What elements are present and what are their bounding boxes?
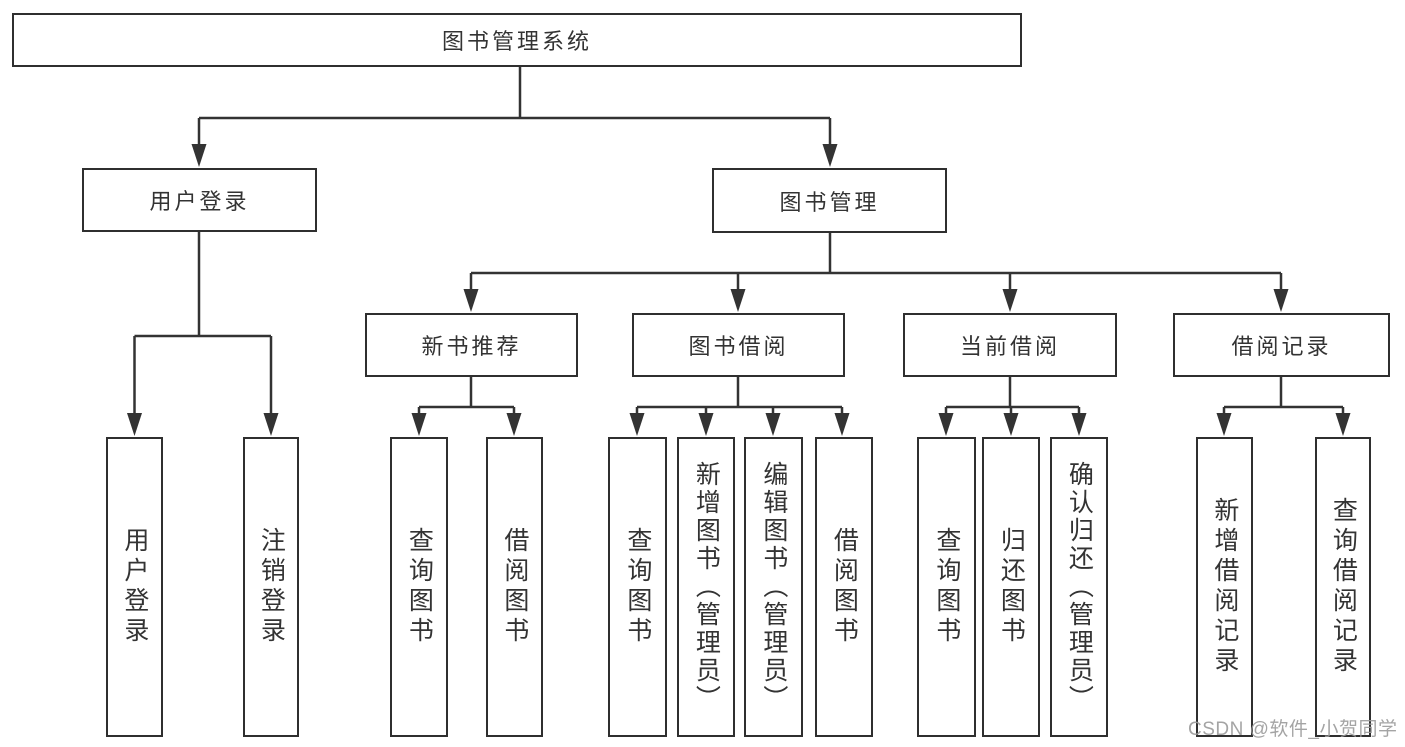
csdn-watermark: CSDN @软件_小贺同学 [1188,719,1398,740]
leaf-return-books: 归还图书 [982,437,1040,737]
node-label: 新书推荐 [421,334,522,359]
leaf-borrow-books-recommend: 借阅图书 [486,437,543,737]
node-borrowing-records: 借阅记录 [1173,313,1390,377]
node-label: 当前借阅 [959,334,1060,359]
leaf-logout: 注销登录 [243,437,299,737]
node-label: 注销登录 [257,527,286,647]
node-label: 图书管理 [779,189,880,215]
leaf-confirm-return-admin: 确认归还（管理员） [1050,437,1108,737]
leaf-query-books-recommend: 查询图书 [390,437,448,737]
node-label: 确认归还（管理员） [1065,461,1094,713]
node-label: 新增借阅记录 [1210,497,1239,677]
node-label: 借阅图书 [830,527,859,647]
node-label: 归还图书 [997,527,1026,647]
node-label: 用户登录 [149,189,250,214]
leaf-add-books-admin: 新增图书（管理员） [677,437,735,737]
node-label: 图书借阅 [688,334,789,359]
node-label: 用户登录 [120,527,149,647]
leaf-edit-books-admin: 编辑图书（管理员） [744,437,803,737]
leaf-query-books-borrowing: 查询图书 [608,437,667,737]
node-book-borrowing: 图书借阅 [632,313,845,377]
leaf-add-borrow-record: 新增借阅记录 [1196,437,1253,737]
node-user-login: 用户登录 [82,168,317,232]
node-current-borrowing: 当前借阅 [903,313,1117,377]
leaf-borrow-books: 借阅图书 [815,437,873,737]
node-label: 新增图书（管理员） [692,461,721,713]
leaf-query-borrow-record: 查询借阅记录 [1315,437,1371,737]
node-label: 查询图书 [932,527,961,647]
node-label: 图书管理系统 [441,29,592,54]
node-label: 借阅图书 [500,527,529,647]
node-book-management: 图书管理 [712,168,947,233]
leaf-user-login: 用户登录 [106,437,163,737]
arrowhead-icons [127,144,1351,436]
node-new-book-recommend: 新书推荐 [365,313,578,377]
leaf-query-books-current: 查询图书 [917,437,976,737]
node-label: 借阅记录 [1231,334,1332,359]
node-label: 编辑图书（管理员） [759,461,788,713]
node-library-management-system: 图书管理系统 [12,13,1022,67]
node-label: 查询借阅记录 [1329,497,1358,677]
node-label: 查询图书 [405,527,434,647]
node-label: 查询图书 [623,527,652,647]
